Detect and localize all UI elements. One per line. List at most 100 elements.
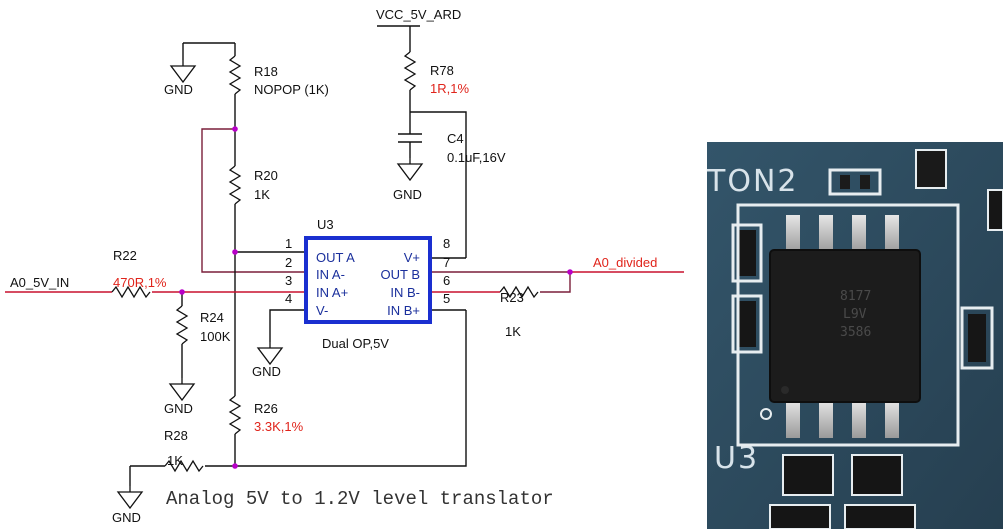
r24-ref: R24	[200, 310, 224, 325]
in-a-minus-wire	[201, 128, 305, 273]
pin-number-7: 7	[443, 255, 450, 270]
schematic-caption: Analog 5V to 1.2V level translator	[166, 488, 554, 510]
gnd-icon	[117, 485, 143, 509]
gnd-icon	[169, 377, 195, 401]
r28-symbol	[164, 459, 204, 473]
r26-symbol	[228, 395, 242, 435]
r78-ref: R78	[430, 63, 454, 78]
v-plus-wire	[409, 90, 467, 258]
pcb-pin1-mark	[760, 408, 772, 420]
pcb-component	[968, 314, 986, 362]
r22-ref: R22	[113, 248, 137, 263]
r23-value: 1K	[505, 324, 521, 339]
c4-value: 0.1uF,16V	[447, 150, 506, 165]
chip-pad	[852, 400, 866, 438]
junction-dot	[232, 126, 238, 132]
junction-dot	[232, 249, 238, 255]
v-minus-wire	[269, 309, 305, 342]
out-a-wire	[234, 204, 305, 253]
input-net-label: A0_5V_IN	[10, 275, 69, 290]
chip-pad	[786, 400, 800, 438]
ic-body	[304, 236, 432, 324]
pcb-component	[844, 504, 916, 529]
pcb-footprint	[828, 168, 882, 196]
pcb-footprint	[731, 294, 763, 354]
r78-value: 1R,1%	[430, 81, 469, 96]
junction-dot	[567, 269, 573, 275]
r22-value: 470R,1%	[113, 275, 167, 290]
pcb-photo: TON2 U3 8177 L9V 3586	[706, 142, 1003, 529]
r28-loop-wire	[205, 310, 467, 467]
r18-symbol	[228, 55, 242, 95]
ic-ref: U3	[317, 217, 334, 232]
pin-number-3: 3	[285, 273, 292, 288]
gnd-label-r24: GND	[164, 401, 193, 416]
chip-pad	[819, 400, 833, 438]
gnd-label-r18: GND	[164, 82, 193, 97]
r18-gnd-wire	[182, 42, 235, 60]
pin-number-1: 1	[285, 236, 292, 251]
pcb-component	[851, 454, 903, 496]
ic-pin-out-b: OUT B	[381, 267, 421, 282]
chip-pad	[819, 215, 833, 253]
junction-dot	[232, 463, 238, 469]
r18-ref: R18	[254, 64, 278, 79]
r18-value: NOPOP (1K)	[254, 82, 329, 97]
gnd-icon	[257, 341, 283, 365]
r78-symbol	[403, 51, 417, 91]
gnd-icon	[397, 157, 423, 181]
r22-symbol	[111, 285, 151, 299]
pcb-component	[738, 230, 756, 276]
vcc-wire	[377, 25, 420, 52]
vcc-net-label: VCC_5V_ARD	[376, 7, 461, 22]
ic-pin-in-a-minus: IN A-	[316, 267, 345, 282]
out-b-wire	[430, 271, 571, 293]
gnd-label-u3: GND	[252, 364, 281, 379]
ic-pin-in-b-plus: IN B+	[387, 303, 420, 318]
pcb-component	[915, 149, 947, 189]
r26-value: 3.3K,1%	[254, 419, 304, 434]
chip-pad	[885, 215, 899, 253]
pcb-silkscreen-ref: U3	[714, 441, 759, 476]
r23-symbol	[499, 285, 539, 299]
junction-dot	[179, 289, 185, 295]
c4-symbol	[398, 133, 422, 158]
ic-pin-v-minus: V-	[316, 303, 328, 318]
pin-number-2: 2	[285, 255, 292, 270]
ic-pin-out-a: OUT A	[316, 250, 355, 265]
pcb-footprint	[731, 223, 763, 283]
r24-symbol	[175, 305, 189, 345]
r28-ref: R28	[164, 428, 188, 443]
pcb-footprint	[960, 306, 994, 370]
output-net-label: A0_divided	[593, 255, 657, 270]
r20-value: 1K	[254, 187, 270, 202]
pcb-component	[860, 175, 870, 189]
ic-pin-in-b-minus: IN B-	[390, 285, 420, 300]
ic-part-label: Dual OP,5V	[322, 336, 389, 351]
pin-number-5: 5	[443, 291, 450, 306]
r23-ref: R23	[500, 290, 524, 305]
pcb-footprint	[736, 203, 960, 447]
pin-number-4: 4	[285, 291, 292, 306]
r20-ref: R20	[254, 168, 278, 183]
pin1-marker	[781, 386, 789, 394]
pcb-component	[987, 189, 1003, 231]
chip-body	[769, 249, 921, 403]
pin-number-8: 8	[443, 236, 450, 251]
pcb-silkscreen-top: TON2	[706, 164, 798, 199]
r20-symbol	[228, 165, 242, 205]
pcb-component	[782, 454, 834, 496]
chip-pad	[885, 400, 899, 438]
pcb-component	[769, 504, 831, 529]
chip-marking-line: L9V	[843, 307, 867, 322]
schematic: VCC_5V_ARD R78 1R,1% C4 0.1uF,16V GND GN…	[5, 7, 684, 525]
gnd-label-c4: GND	[393, 187, 422, 202]
c4-ref: C4	[447, 131, 464, 146]
pcb-component	[840, 175, 850, 189]
pin-number-6: 6	[443, 273, 450, 288]
chip-marking-line: 8177	[840, 289, 871, 304]
gnd-icon	[170, 59, 196, 83]
r26-ref: R26	[254, 401, 278, 416]
chip-pad	[852, 215, 866, 253]
ic-pin-in-a-plus: IN A+	[316, 285, 348, 300]
